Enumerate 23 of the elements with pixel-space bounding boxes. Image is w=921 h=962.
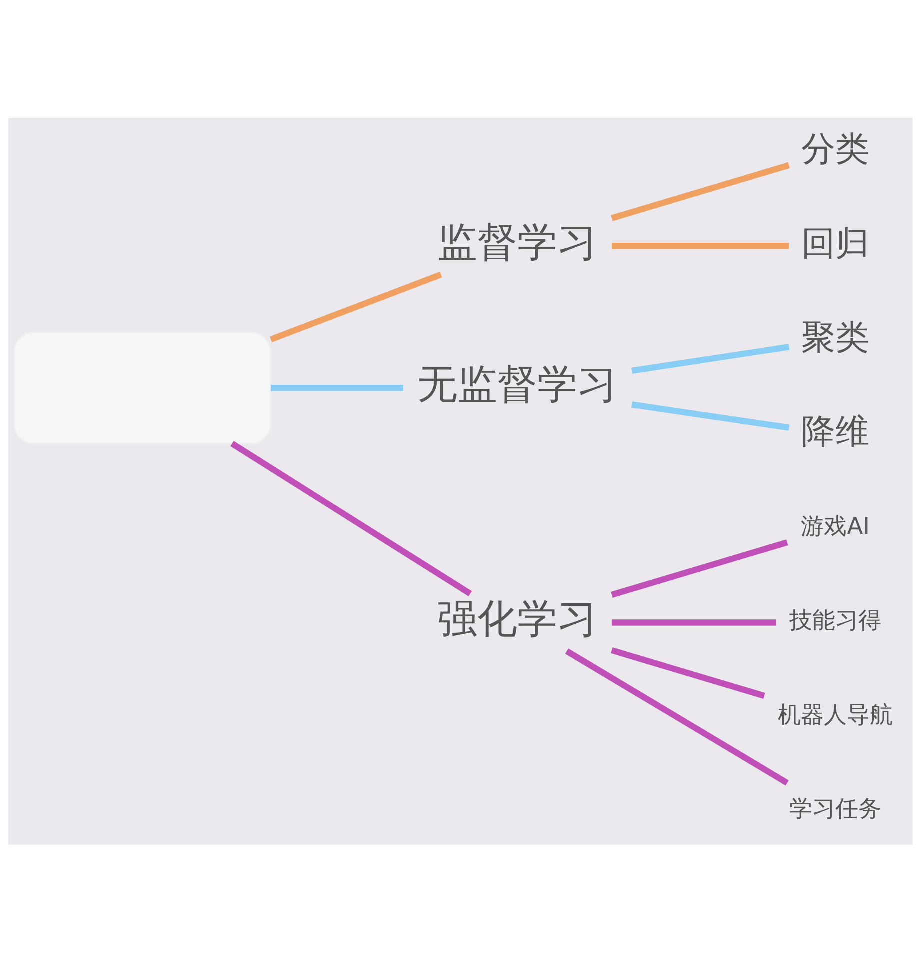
node-text: 分类 — [802, 129, 870, 170]
connector — [612, 242, 790, 249]
connector — [631, 401, 790, 430]
connector — [271, 384, 404, 391]
connector — [230, 440, 472, 596]
connector — [565, 648, 789, 786]
node-text: 无监督学习 — [418, 361, 618, 408]
connector — [611, 539, 788, 598]
node-text: 机器人导航 — [778, 702, 894, 728]
node-text: 游戏AI — [801, 513, 870, 540]
node-text: 技能习得 — [790, 608, 882, 634]
node-box — [14, 331, 272, 444]
node-text: 回归 — [802, 223, 870, 264]
node-text: 聚类 — [802, 317, 870, 358]
node-text: 监督学习 — [438, 219, 598, 266]
connector — [270, 271, 442, 342]
node-text: 学习任务 — [790, 796, 882, 822]
connector — [612, 619, 776, 626]
node-text: 降维 — [802, 412, 870, 452]
node-text: 强化学习 — [438, 596, 598, 642]
connector — [631, 344, 790, 374]
connector — [611, 647, 766, 699]
connector — [611, 162, 790, 221]
